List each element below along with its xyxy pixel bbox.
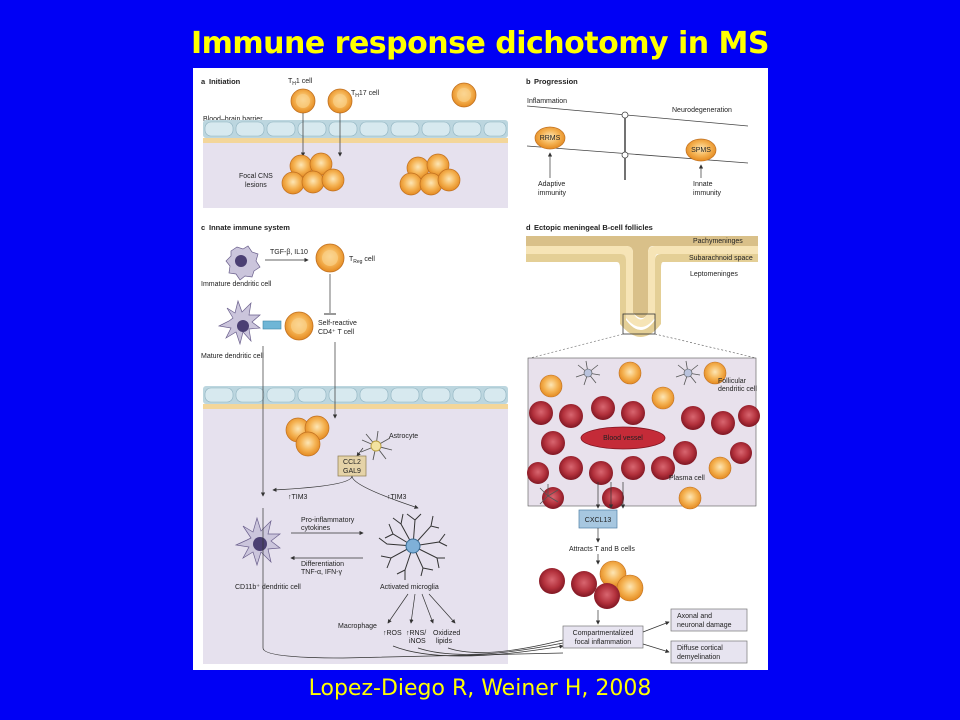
attracts-label: Attracts T and B cells [569, 546, 635, 553]
subarachnoid-label: Subarachnoid space [689, 255, 753, 262]
compartmentalized-label-2: focal inflammation [575, 639, 632, 646]
inflammation-label: Inflammation [527, 98, 567, 105]
compartmentalized-box: Compartmentalized focal inflammation [562, 625, 644, 649]
t-cell-cluster-c [285, 415, 330, 457]
tim3-right-label: ↑TIM3 [387, 494, 407, 501]
innate-label-1: Innate [693, 181, 713, 188]
bbb-label: Blood–brain barrier [203, 116, 263, 123]
panel-c-header: Innate immune system [209, 223, 290, 232]
panel-d-header: Ectopic meningeal B-cell follicles [534, 223, 653, 232]
immature-dc-label: Immature dendritic cell [201, 281, 272, 288]
diffuse-label-2: demyelination [677, 654, 720, 661]
rns-label-1: ↑RNS/ [406, 630, 426, 637]
th1-cell [290, 88, 316, 114]
self-reactive-label-2: CD4⁺ T cell [318, 329, 355, 336]
spms-label: SPMS [691, 147, 711, 154]
panel-d: d Ectopic meningeal B-cell follicles Pac… [526, 223, 760, 664]
th1-label: TH1 cell [288, 78, 313, 87]
oxidized-label-2: lipids [436, 638, 452, 645]
cxcl13-box: CXCL13 [578, 509, 618, 529]
panel-a: a Initiation TH1 cell TH17 cell Blood–br… [201, 77, 508, 208]
follicular-label-1: Follicular [718, 378, 747, 385]
bbb-cell-row [203, 120, 508, 138]
citation: Lopez-Diego R, Weiner H, 2008 [308, 676, 652, 701]
treg-cell [315, 243, 345, 273]
lesion-cluster-left [281, 152, 345, 195]
gal9-label: GAL9 [343, 468, 361, 475]
astrocyte-label: Astrocyte [389, 433, 418, 440]
mature-dendritic-cell [217, 299, 282, 346]
ros-label: ↑ROS [383, 630, 402, 637]
panel-b-header: Progression [534, 77, 578, 86]
th17-cell [327, 88, 353, 114]
cd11b-dendritic-cell [234, 516, 282, 567]
pachymeninges-label: Pachymeninges [693, 238, 743, 245]
spms-node: SPMS [685, 138, 717, 162]
self-reactive-label-1: Self-reactive [318, 320, 357, 327]
activated-microglia-label: Activated microglia [380, 584, 439, 591]
slide-title: Immune response dichotomy in MS [190, 26, 770, 61]
proinflam-label-1: Pro-inflammatory [301, 517, 355, 524]
differentiation-label-2: TNF-α, IFN-γ [301, 569, 342, 576]
immature-dendritic-cell [225, 245, 261, 281]
t-cell-floating [451, 82, 477, 108]
panel-a-header: Initiation [209, 77, 241, 86]
diffuse-box: Diffuse cortical demyelination [670, 640, 748, 664]
zoom-box [622, 313, 656, 335]
activated-microglia [378, 513, 448, 580]
adaptive-label-1: Adaptive [538, 181, 565, 188]
bbb-cell-row-c [203, 386, 508, 404]
rrms-node: RRMS [534, 126, 566, 150]
figure-panel: a Initiation TH1 cell TH17 cell Blood–br… [193, 68, 768, 670]
innate-label-2: immunity [693, 190, 722, 197]
astrocyte [360, 430, 393, 461]
cxcl13-label: CXCL13 [585, 517, 612, 524]
tim3-left-label: ↑TIM3 [288, 494, 308, 501]
th17-label: TH17 cell [351, 90, 380, 99]
panel-b: b Progression Inflammation Neurodegenera… [526, 77, 749, 197]
lesion-cluster-right [399, 153, 461, 196]
lesions-label-2: lesions [245, 182, 267, 189]
ccl2-label: CCL2 [343, 459, 361, 466]
rns-label-2: iNOS [409, 638, 426, 645]
differentiation-label-1: Differentiation [301, 561, 344, 568]
treg-label: TReg cell [349, 256, 375, 265]
leptomeninges-label: Leptomeninges [690, 271, 738, 278]
neurodegeneration-label: Neurodegeneration [672, 107, 732, 114]
attracted-cells [539, 560, 644, 609]
macrophage-label: Macrophage [338, 623, 377, 630]
panel-d-letter: d [526, 223, 531, 232]
panel-b-letter: b [526, 77, 531, 86]
follicular-label-2: dendritic cell [718, 386, 757, 393]
meninges-layers [526, 236, 758, 337]
panel-a-letter: a [201, 77, 206, 86]
axonal-label-2: neuronal damage [677, 622, 732, 629]
diffuse-label-1: Diffuse cortical [677, 645, 723, 652]
basement-membrane [203, 138, 508, 143]
plasma-cell-label: Plasma cell [669, 475, 705, 482]
self-reactive-t-cell [284, 311, 314, 341]
follicle-zoom: Blood vessel [527, 357, 760, 510]
figure-diagram: a Initiation TH1 cell TH17 cell Blood–br… [201, 77, 760, 664]
adaptive-label-2: immunity [538, 190, 567, 197]
cd11b-label: CD11b⁺ dendritic cell [235, 584, 301, 591]
axonal-label-1: Axonal and [677, 613, 712, 620]
panel-c-letter: c [201, 223, 205, 232]
ccl2-gal9-box: CCL2 GAL9 [337, 455, 367, 477]
oxidized-label-1: Oxidized [433, 630, 460, 637]
blood-vessel-label: Blood vessel [603, 435, 643, 442]
axonal-box: Axonal and neuronal damage [670, 608, 748, 632]
rrms-label: RRMS [540, 135, 561, 142]
proinflam-label-2: cytokines [301, 525, 331, 532]
tgf-label: TGF-β, IL10 [270, 249, 308, 256]
mature-dc-label: Mature dendritic cell [201, 353, 264, 360]
lesions-label-1: Focal CNS [239, 173, 273, 180]
compartmentalized-label-1: Compartmentalized [573, 630, 634, 637]
panel-c: c Innate immune system Immature dendriti… [201, 223, 564, 664]
